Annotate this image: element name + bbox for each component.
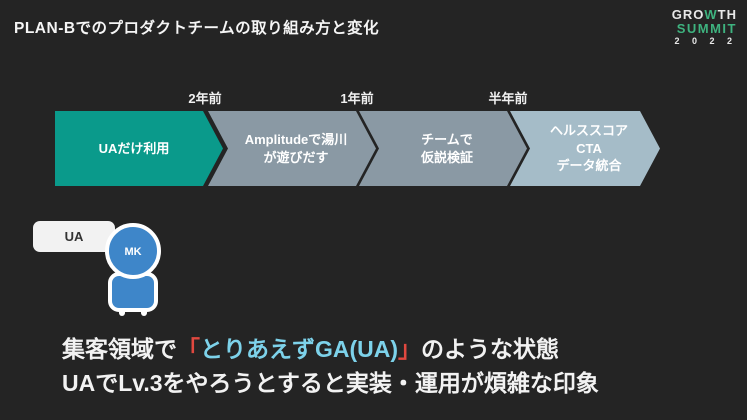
stage-label: Amplitudeで湯川 が遊びだす xyxy=(244,131,348,165)
growth-summit-logo: GROWTH SUMMIT 2 0 2 2 xyxy=(672,8,737,47)
avatar-head xyxy=(105,223,161,279)
time-label-2years: 2年前 xyxy=(188,91,222,106)
highlight-ga-ua: とりあえずGA(UA) xyxy=(200,336,399,362)
speech-bubble: UA xyxy=(33,221,115,252)
slide-title: PLAN-Bでのプロダクトチームの取り組み方と変化 xyxy=(14,20,380,37)
stage-arrow-ua-only: UAだけ利用 xyxy=(55,111,223,186)
stage-arrow-healthscore: ヘルススコア CTA データ統合 xyxy=(510,111,660,186)
avatar-initials: MK xyxy=(124,246,141,258)
stage-arrow-amplitude: Amplitudeで湯川 が遊びだす xyxy=(208,111,376,186)
logo-line-growth: GROWTH xyxy=(671,7,737,22)
bracket-open: 「 xyxy=(177,336,200,362)
stage-label: UAだけ利用 xyxy=(98,140,170,156)
stage-label: チームで 仮説検証 xyxy=(420,131,473,165)
time-label-halfyear: 半年前 xyxy=(488,91,528,106)
logo-line-summit: SUMMIT xyxy=(676,20,737,36)
logo-line-year: 2 0 2 2 xyxy=(674,36,737,47)
bracket-close: 」 xyxy=(398,336,422,362)
logo-green-w: W xyxy=(704,7,718,22)
summary-text: 集客領域で「とりあえずGA(UA)」のような状態 UAでLv.3をやろうとすると… xyxy=(62,332,599,400)
summary-line-1: 集客領域で「とりあえずGA(UA)」のような状態 xyxy=(62,336,560,362)
stage-label: ヘルススコア CTA データ統合 xyxy=(549,123,628,174)
time-label-1year: 1年前 xyxy=(340,91,374,106)
person-avatar-icon: MK xyxy=(105,223,161,316)
stage-arrow-team-hypothesis: チームで 仮説検証 xyxy=(359,111,527,186)
avatar-body xyxy=(108,272,158,312)
summary-line-2: UAでLv.3をやろうとすると実装・運用が煩雑な印象 xyxy=(62,370,599,396)
